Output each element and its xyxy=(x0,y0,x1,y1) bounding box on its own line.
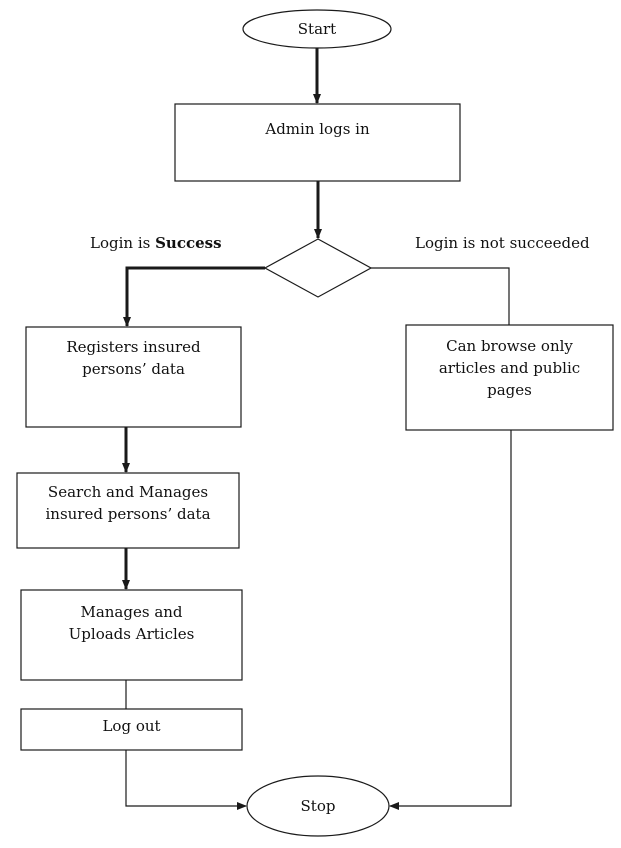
edge-label-success: Login is Success xyxy=(90,234,222,252)
login-decision-diamond xyxy=(263,238,373,298)
arrow-decision-success xyxy=(123,266,265,327)
search-manage-box xyxy=(16,472,240,549)
start-label: Start xyxy=(297,20,337,38)
manage-articles-box xyxy=(20,589,243,681)
stop-label: Stop xyxy=(300,797,336,815)
register-label: Registers insured persons’ data xyxy=(66,338,201,378)
logout-box xyxy=(20,708,243,751)
register-box xyxy=(25,326,242,428)
browse-only-label: Can browse only articles and public page… xyxy=(438,337,581,399)
manage-articles-label: Manages and Uploads Articles xyxy=(68,603,195,643)
edge-label-failure: Login is not succeeded xyxy=(415,234,590,252)
line-decision-failure xyxy=(371,267,510,325)
logout-label: Log out xyxy=(102,717,161,735)
search-manage-label: Search and Manages insured persons’ data xyxy=(45,483,211,523)
admin-login-label: Admin logs in xyxy=(265,120,370,138)
arrow-logout-to-stop xyxy=(125,750,247,810)
edge-label-success-prefix: Login is xyxy=(90,234,156,252)
edge-label-success-bold: Success xyxy=(155,234,222,252)
arrow-browse-to-stop xyxy=(389,430,512,810)
